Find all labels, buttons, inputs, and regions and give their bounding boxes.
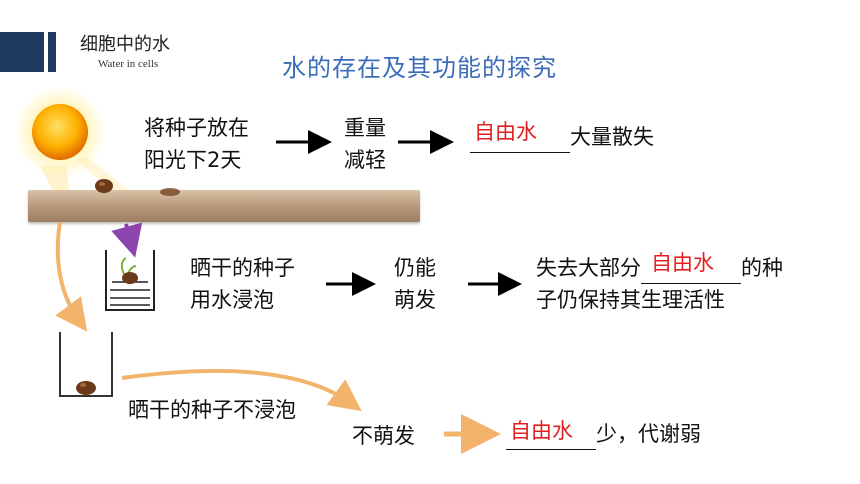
beaker-dry-icon — [59, 332, 113, 397]
conclusion-3-text: 少，代谢弱 — [596, 422, 701, 446]
answer-1: 自由水 — [474, 120, 537, 144]
step-3-text: 晒干的种子不浸泡 — [128, 398, 296, 422]
conclusion-2-pre: 失去大部分 — [536, 256, 641, 280]
answer-2: 自由水 — [651, 251, 714, 275]
wooden-board — [28, 190, 420, 222]
step-2-text: 晒干的种子 用水浸泡 — [190, 256, 295, 312]
result-1-text: 重量 减轻 — [344, 116, 386, 172]
result-2-text: 仍能 萌发 — [394, 256, 436, 312]
section-subtitle: Water in cells — [98, 58, 159, 70]
conclusion-1: 自由水 大量散失 — [470, 120, 654, 153]
sun-icon — [14, 86, 128, 204]
header-accent-bar-thin — [48, 32, 56, 72]
conclusion-2-post: 的种 — [741, 256, 783, 280]
divider-mask — [318, 238, 322, 340]
header-accent-bar — [0, 32, 44, 72]
result-3-text: 不萌发 — [352, 424, 415, 448]
conclusion-1-text: 大量散失 — [570, 125, 654, 149]
page-title: 水的存在及其功能的探究 — [282, 54, 557, 82]
seed-icon — [95, 179, 180, 196]
section-title: 细胞中的水 — [80, 34, 170, 55]
answer-blank-2: 自由水 — [641, 251, 741, 284]
answer-3: 自由水 — [510, 419, 573, 443]
arrow-plank-to-beaker-dry — [55, 221, 88, 332]
answer-blank-3: 自由水 — [506, 419, 596, 450]
beaker-with-water-icon — [105, 250, 155, 311]
answer-blank-1: 自由水 — [470, 120, 570, 153]
arrow-plank-to-beaker — [111, 222, 143, 258]
conclusion-3: 自由水 少，代谢弱 — [506, 418, 701, 450]
conclusion-2-line2: 子仍保持其生理活性 — [536, 288, 725, 312]
arrow-beaker-to-no-sprout — [121, 368, 362, 412]
step-1-text: 将种子放在 阳光下2天 — [144, 116, 249, 172]
conclusion-2: 失去大部分 自由水 的种 子仍保持其生理活性 — [536, 251, 783, 316]
